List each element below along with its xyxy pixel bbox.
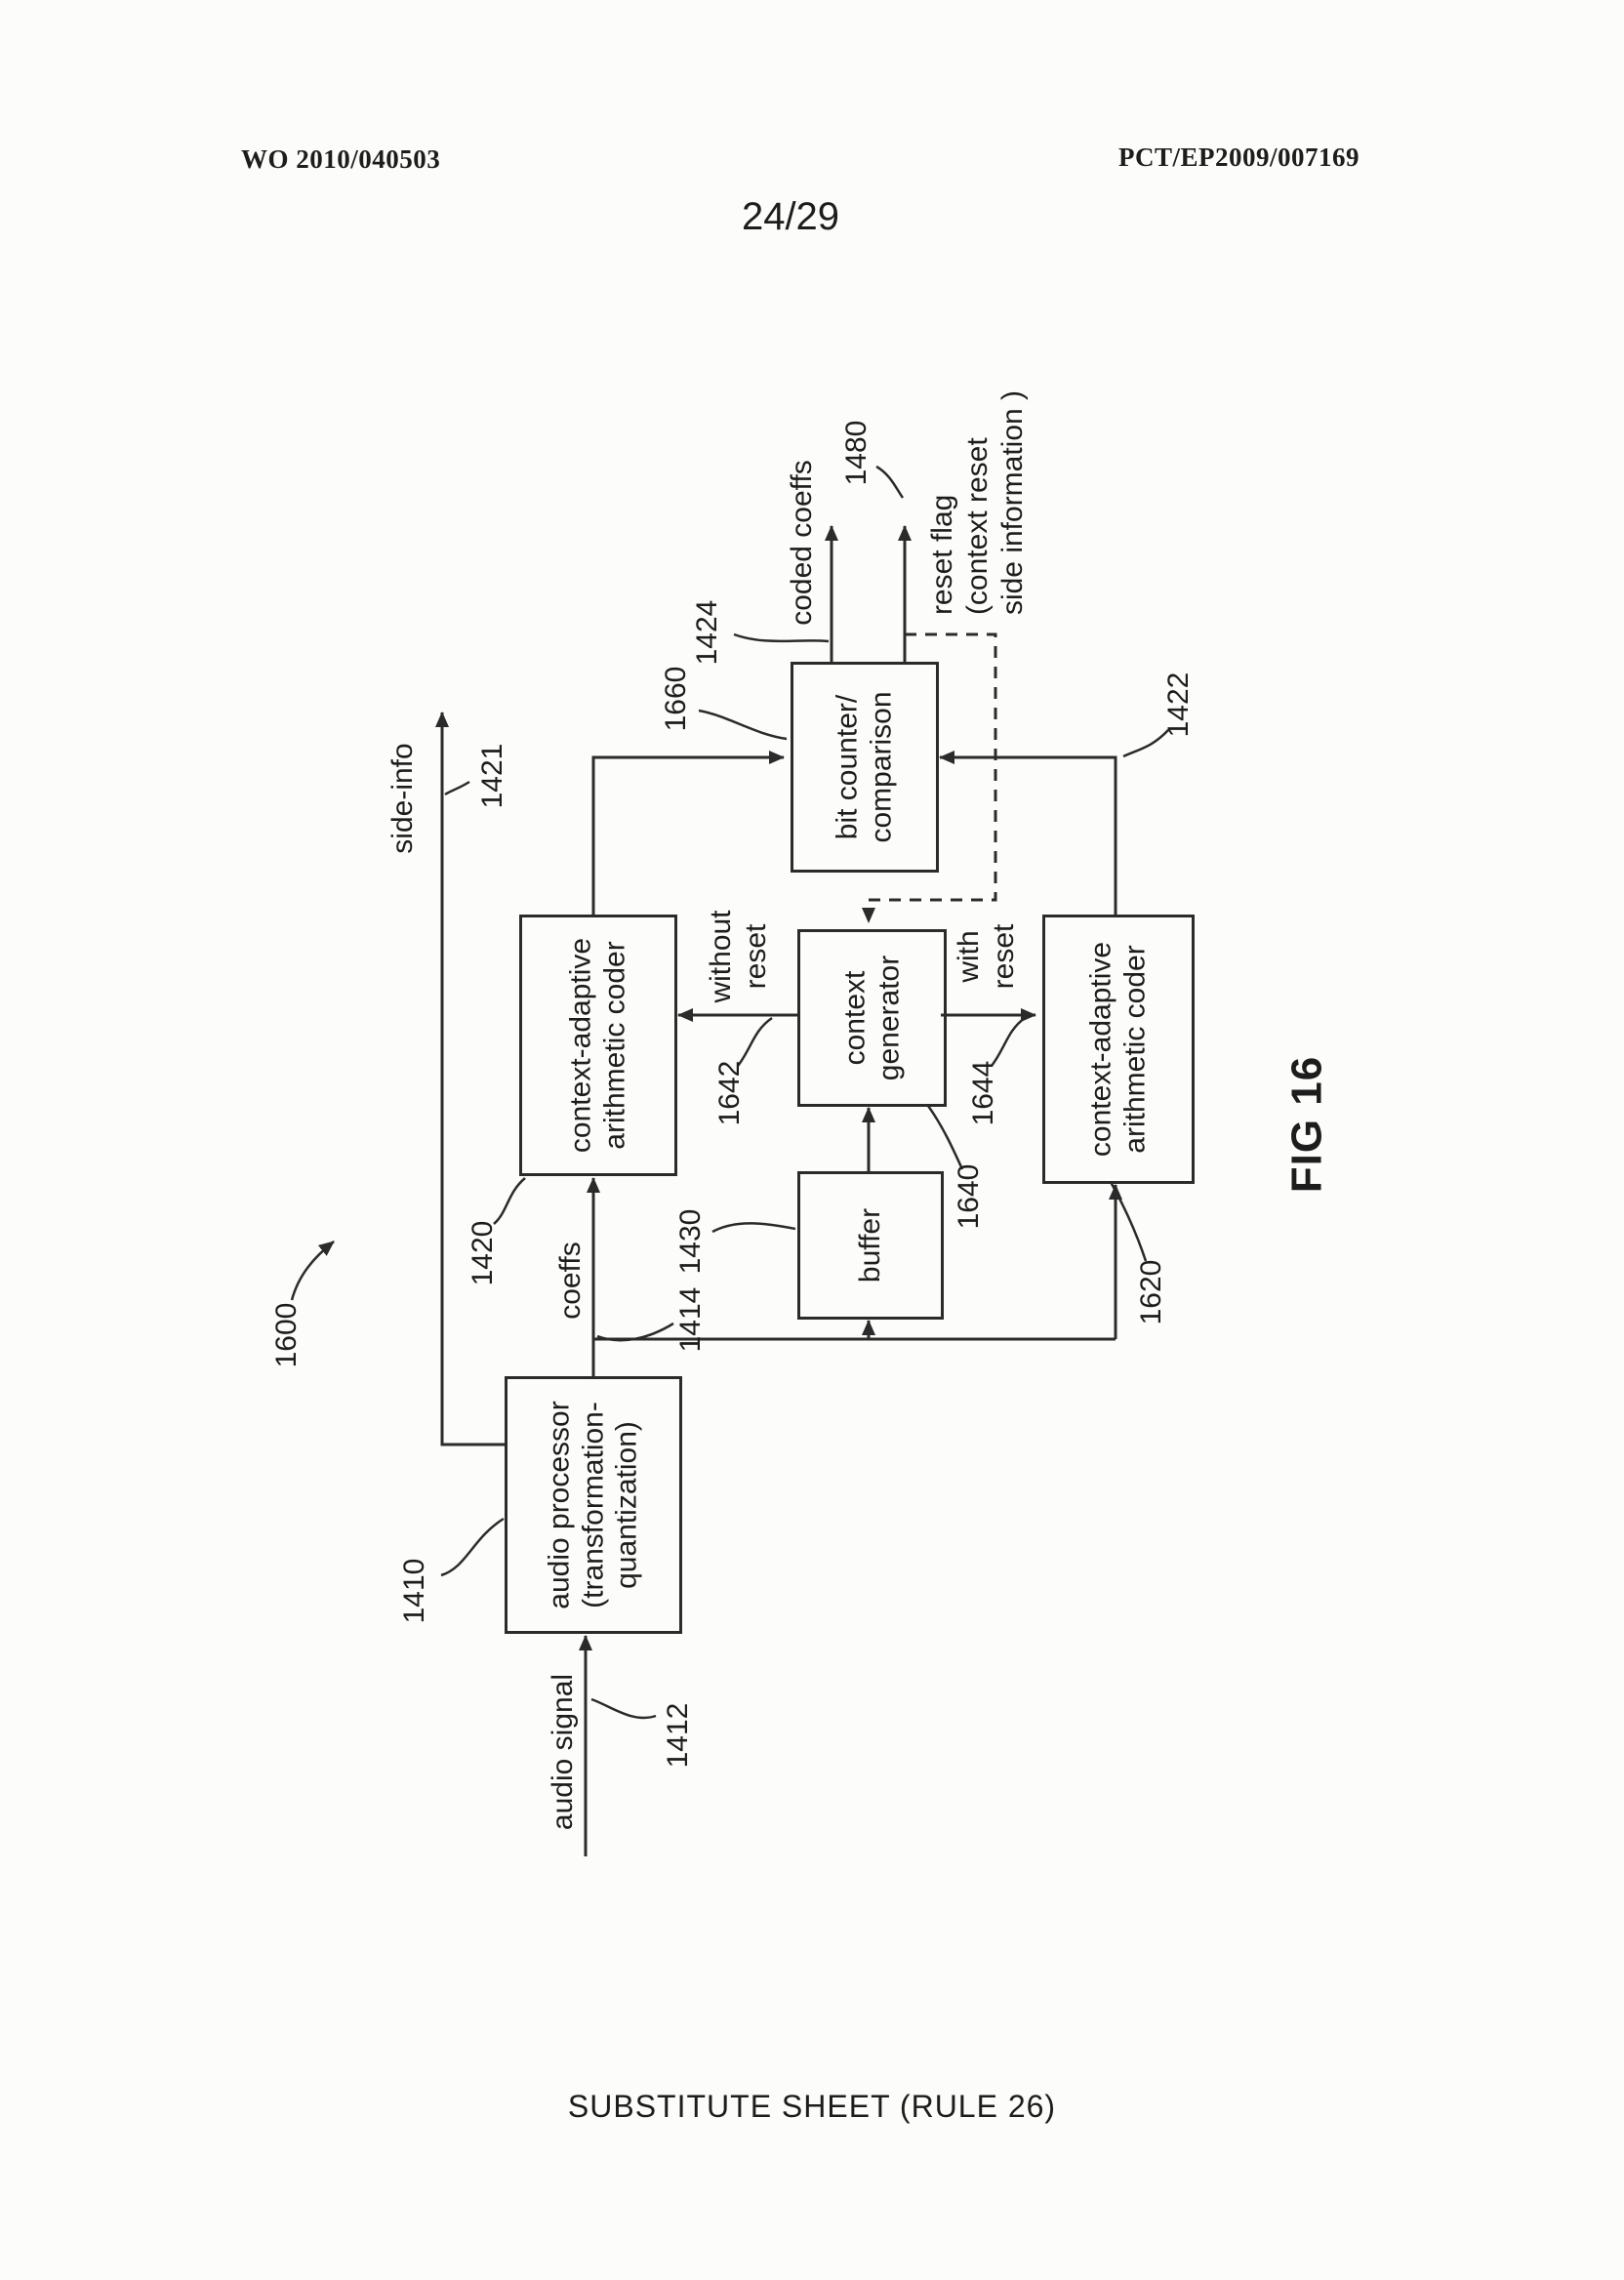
leader-1420	[493, 1177, 526, 1225]
leader-1644	[991, 1016, 1026, 1067]
ref-1412: 1412	[662, 1702, 694, 1769]
bit-counter-label: bit counter/ comparison	[831, 691, 898, 843]
leader-1422	[1122, 729, 1169, 758]
leader-1620	[1109, 1181, 1148, 1262]
figure-caption: FIG 16	[1282, 1055, 1331, 1194]
sheet-number: 24/29	[741, 195, 840, 238]
leader-1660	[698, 709, 788, 741]
box-coder-with-reset: context-adaptive arithmetic coder	[1042, 915, 1195, 1184]
coder-with-reset-label: context-adaptive arithmetic coder	[1084, 941, 1152, 1158]
pct-application-number: PCT/EP2009/007169	[1118, 142, 1360, 172]
ref-1414: 1414	[674, 1286, 707, 1353]
leader-1642	[737, 1016, 773, 1067]
leader-1412	[590, 1697, 657, 1720]
box-bit-counter: bit counter/ comparison	[791, 662, 939, 873]
ref-1422: 1422	[1162, 672, 1195, 738]
substitute-sheet-note: SUBSTITUTE SHEET (RULE 26)	[567, 2089, 1057, 2124]
buffer-label: buffer	[853, 1207, 886, 1283]
leader-1421	[444, 780, 470, 796]
with-reset-label: with reset	[953, 923, 1020, 990]
audio-signal-label: audio signal	[547, 1673, 579, 1831]
ref-1420: 1420	[467, 1220, 499, 1286]
line-coder-1420-to-bit-counter	[591, 751, 785, 915]
ref-1424: 1424	[691, 599, 723, 666]
leader-1430	[711, 1222, 796, 1234]
line-coder-1620-to-bit-counter	[939, 751, 1117, 915]
leader-1414	[596, 1322, 674, 1342]
coder-without-reset-label: context-adaptive arithmetic coder	[564, 937, 631, 1154]
leader-1424	[733, 632, 830, 643]
box-coder-without-reset: context-adaptive arithmetic coder	[519, 915, 677, 1176]
ref-1410: 1410	[398, 1558, 430, 1624]
ref-1640: 1640	[953, 1163, 985, 1230]
line-side-info-out	[435, 712, 505, 1446]
ref-1600: 1600	[270, 1302, 303, 1368]
leader-1640	[926, 1105, 964, 1170]
publication-number: WO 2010/040503	[241, 144, 441, 174]
ref-1421: 1421	[476, 743, 508, 809]
box-context-generator: context generator	[797, 929, 947, 1107]
audio-processor-label: audio processor (transformation- quantiz…	[543, 1401, 643, 1609]
ref-1642: 1642	[713, 1060, 746, 1126]
ref-1480: 1480	[840, 420, 873, 486]
box-buffer: buffer	[797, 1171, 944, 1320]
ref-1660: 1660	[660, 666, 692, 732]
leader-1480	[875, 465, 905, 499]
without-reset-label: without reset	[705, 910, 772, 1003]
side-info-label: side-info	[386, 743, 419, 854]
ref-1644: 1644	[967, 1060, 999, 1126]
ref-1620: 1620	[1135, 1259, 1167, 1325]
leader-1600-arrow	[290, 1241, 335, 1301]
coded-coeffs-label: coded coeffs	[786, 460, 818, 626]
ref-1430: 1430	[674, 1208, 707, 1275]
reset-flag-label: reset flag (context reset side informati…	[926, 389, 1029, 616]
context-generator-label: context generator	[838, 955, 905, 1081]
coeffs-label: coeffs	[554, 1242, 587, 1320]
line-reset-feedback-dashed	[862, 632, 997, 923]
box-audio-processor: audio processor (transformation- quantiz…	[505, 1376, 682, 1634]
leader-1410	[440, 1517, 505, 1577]
